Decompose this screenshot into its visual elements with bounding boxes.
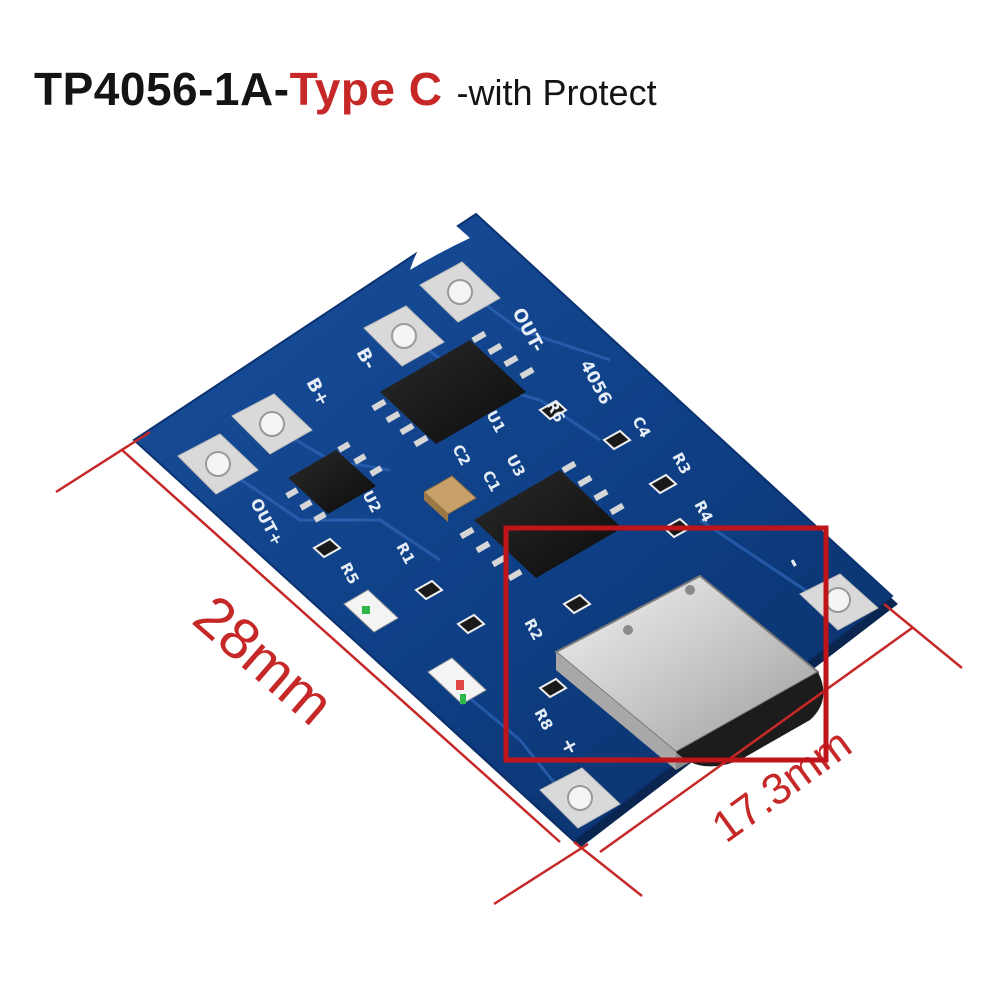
title-connector-type: Type C <box>289 63 443 115</box>
pad-out-plus <box>177 433 259 495</box>
dimension-width <box>573 603 963 897</box>
pad-b-plus <box>231 393 313 455</box>
led-red <box>343 589 399 633</box>
pad-plus-bottom <box>539 767 621 829</box>
ic-protection <box>285 441 383 523</box>
title-model: TP4056-1A- <box>34 63 290 115</box>
ic-dual-mosfet <box>371 330 535 448</box>
ic-tp4056 <box>459 460 625 582</box>
led-green <box>427 657 487 705</box>
capacitor-c2 <box>423 475 477 522</box>
pad-b-minus <box>363 305 445 367</box>
usb-c-connector-icon <box>554 574 824 770</box>
title-suffix: -with Protect <box>456 72 657 113</box>
highlight-box-icon <box>503 525 829 763</box>
pad-out-minus <box>419 261 501 323</box>
dimension-length <box>55 430 589 906</box>
product-title: TP4056-1A- Type C -with Protect <box>34 62 657 132</box>
